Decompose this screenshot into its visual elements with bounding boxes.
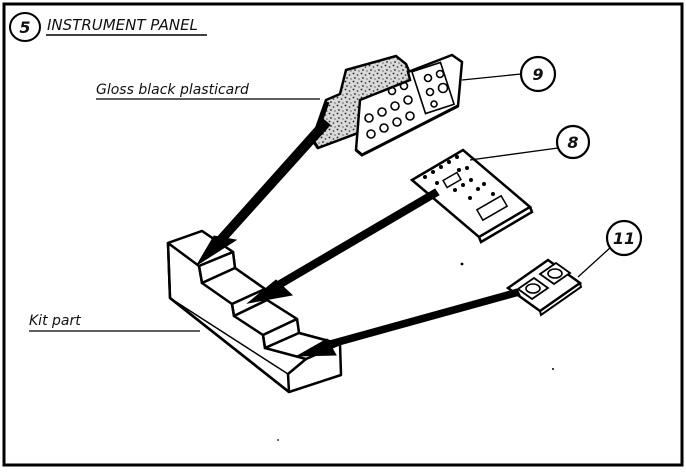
kit-part-block (166, 229, 343, 394)
panel-dial (364, 113, 374, 123)
label-kit-part: Kit part (29, 313, 200, 332)
panel-dial (425, 87, 435, 97)
callout-8: 8 (469, 124, 591, 161)
panel-dial (392, 117, 402, 127)
callout-11: 11 (577, 219, 643, 278)
small-panel-part-11 (505, 258, 583, 317)
figure-header: 5 INSTRUMENT PANEL (9, 12, 207, 42)
panel-dial (379, 123, 389, 133)
panel-dial (423, 73, 433, 83)
gloss-black-plasticard-label: Gloss black plasticard (96, 82, 249, 98)
step-number: 5 (19, 18, 30, 37)
arrowhead (296, 338, 337, 357)
arrowhead (246, 279, 294, 304)
panel-dial (387, 86, 397, 96)
leader-line (461, 73, 522, 81)
panel-dial (435, 69, 445, 79)
callout-number: 8 (567, 133, 578, 152)
instrument-panel-part-9 (354, 53, 464, 157)
step-number-circle (9, 12, 41, 42)
callout-circle (519, 55, 557, 93)
diagram-frame (2, 2, 684, 467)
callout-number: 9 (532, 65, 543, 84)
label-gloss-black-plasticard: Gloss black plasticard (96, 82, 320, 100)
panel-dial (430, 100, 438, 108)
panel-dial (399, 81, 409, 91)
figure-title: INSTRUMENT PANEL (47, 16, 198, 34)
callout-number: 11 (613, 229, 635, 248)
panel-dial (437, 82, 449, 94)
pointer-arrows (196, 118, 521, 357)
leader-line (469, 147, 559, 161)
console-display (475, 194, 509, 222)
leader-line (577, 246, 612, 278)
print-specks (277, 262, 554, 441)
panel-dial (377, 107, 387, 117)
callout-circle (605, 219, 643, 257)
kit-part-label: Kit part (29, 313, 81, 329)
callout-9: 9 (461, 55, 557, 93)
side-console-part-8 (409, 148, 534, 244)
panel-dial (403, 95, 413, 105)
panel-dial (390, 101, 400, 111)
panel-instrument-cluster (410, 61, 456, 115)
console-display (442, 171, 462, 189)
arrowhead (196, 235, 238, 266)
panel-dial (366, 129, 376, 139)
callout-circle (555, 124, 591, 160)
panel-dial (405, 111, 415, 121)
